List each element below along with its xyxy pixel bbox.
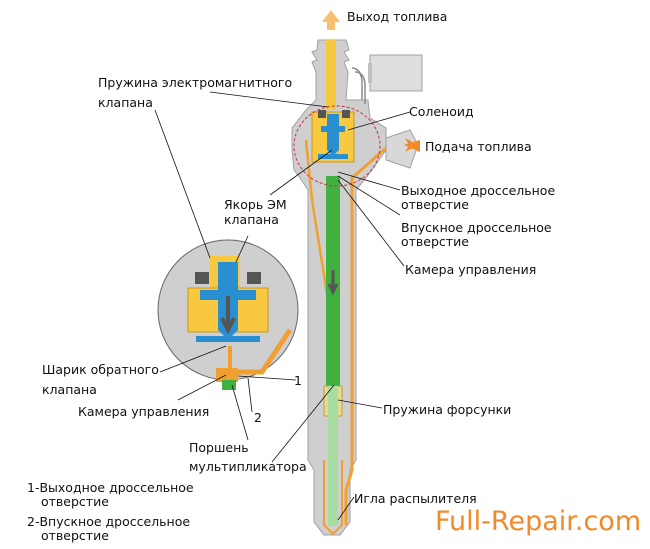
label-piston-line1: Поршень — [189, 440, 249, 455]
legend-1-line2: отверстие — [41, 494, 109, 509]
fuel-return-channel — [326, 40, 336, 110]
label-piston-line2: мультипликатора — [189, 459, 307, 474]
legend-1-line1: 1-Выходное дроссельное — [27, 480, 194, 495]
legend-2-line2: отверстие — [41, 528, 109, 543]
label-valve-spring-line2: клапана — [98, 95, 153, 110]
label-nozzle-spring: Пружина форсунки — [383, 402, 512, 417]
label-outlet-throttle-line1: Выходное дроссельное — [401, 183, 556, 198]
label-armature-line1: Якорь ЭМ — [224, 197, 287, 212]
label-armature-line2: клапана — [224, 212, 279, 227]
label-control-chamber-detail: Камера управления — [78, 404, 210, 419]
label-ball-valve-line1: Шарик обратного — [42, 362, 159, 377]
fuel-out-arrow-icon — [322, 10, 340, 30]
detail-zoom-circle — [157, 239, 299, 390]
solenoid-assembly — [311, 110, 355, 163]
marker-1: 1 — [294, 373, 302, 388]
legend-2-line1: 2-Впускное дроссельное — [27, 514, 191, 529]
label-needle: Игла распылителя — [354, 491, 477, 506]
marker-2: 2 — [254, 410, 262, 425]
label-fuel-out: Выход топлива — [347, 9, 448, 24]
leader-lines — [154, 91, 411, 521]
nozzle-needle — [328, 386, 338, 526]
highlight-circle — [293, 105, 381, 187]
label-outlet-throttle-line2: отверстие — [401, 197, 469, 212]
high-pressure-line — [344, 146, 387, 525]
label-control-chamber: Камера управления — [405, 262, 537, 277]
label-valve-spring-line1: Пружина электромагнитного — [98, 75, 293, 90]
label-fuel-in: Подача топлива — [425, 139, 532, 154]
label-solenoid: Соленоид — [409, 104, 474, 119]
label-inlet-throttle-line1: Впускное дроссельное — [401, 220, 552, 235]
watermark: Full-Repair.com — [435, 506, 642, 537]
label-inlet-throttle-line2: отверстие — [401, 234, 469, 249]
label-ball-valve-line2: клапана — [42, 382, 97, 397]
